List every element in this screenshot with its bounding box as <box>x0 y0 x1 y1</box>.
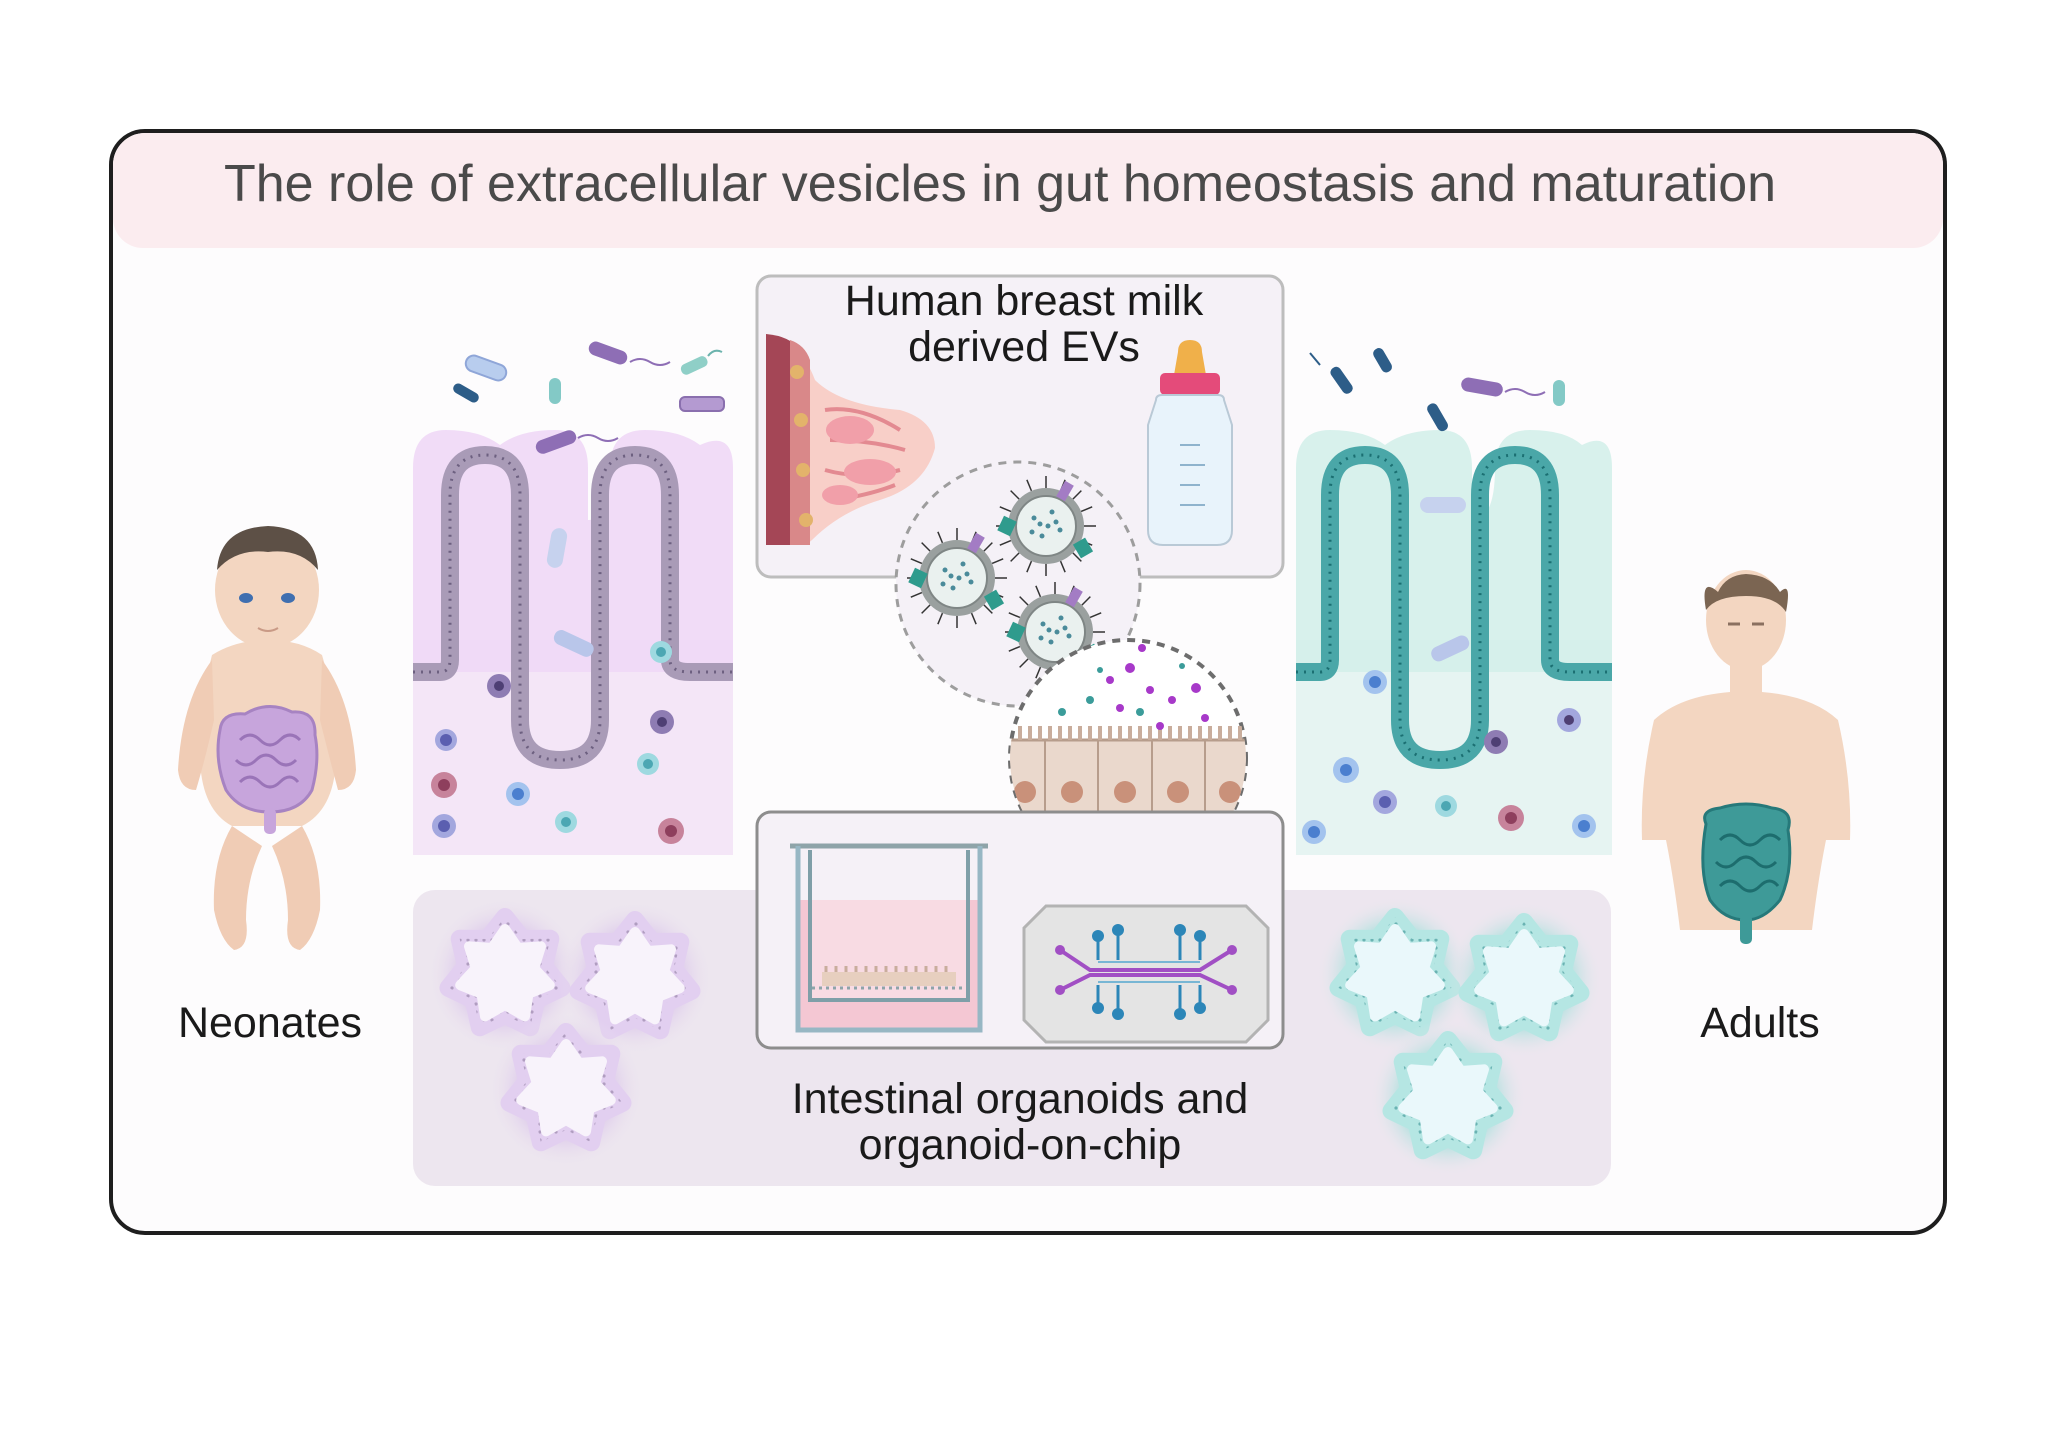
organoid <box>1446 902 1602 1058</box>
organoid-section-label-line1: Intestinal organoids and <box>791 1075 1249 1123</box>
neonate-gut-tissue <box>413 430 733 855</box>
adult-figure-icon <box>1641 570 1851 944</box>
milk-section-label-line1: Human breast milk <box>844 277 1204 325</box>
milk-section-label-line2: derived EVs <box>908 323 1140 371</box>
neonate-villi <box>413 430 733 672</box>
neonate-figure-icon <box>178 526 356 950</box>
neonate-epithelium <box>413 445 733 770</box>
breast-tissue-icon <box>766 334 935 545</box>
extracellular-vesicle <box>996 476 1096 576</box>
microfluidic-chip-icon <box>1022 904 1270 1044</box>
baby-bottle-icon <box>1147 340 1233 546</box>
organoid <box>1370 1020 1526 1176</box>
adults-label: Adults <box>1700 999 1820 1047</box>
bacteria-icon <box>453 341 725 454</box>
transwell-icon <box>790 843 988 1033</box>
organoid-icon <box>427 897 1602 1176</box>
organoid <box>557 900 713 1056</box>
title-band <box>113 133 1943 248</box>
organoid <box>488 1012 644 1168</box>
bacteria-icon <box>1309 348 1565 432</box>
epithelial-cells-icon <box>1010 644 1246 820</box>
organoid <box>1317 897 1473 1053</box>
neonates-label: Neonates <box>177 999 363 1047</box>
extracellular-vesicle <box>907 528 1007 628</box>
adult-gut-tissue <box>1296 430 1612 855</box>
diagram-title: The role of extracellular vesicles in gu… <box>224 155 1777 213</box>
organoid-section-label-line2: organoid-on-chip <box>858 1121 1182 1169</box>
organoid <box>427 897 583 1053</box>
